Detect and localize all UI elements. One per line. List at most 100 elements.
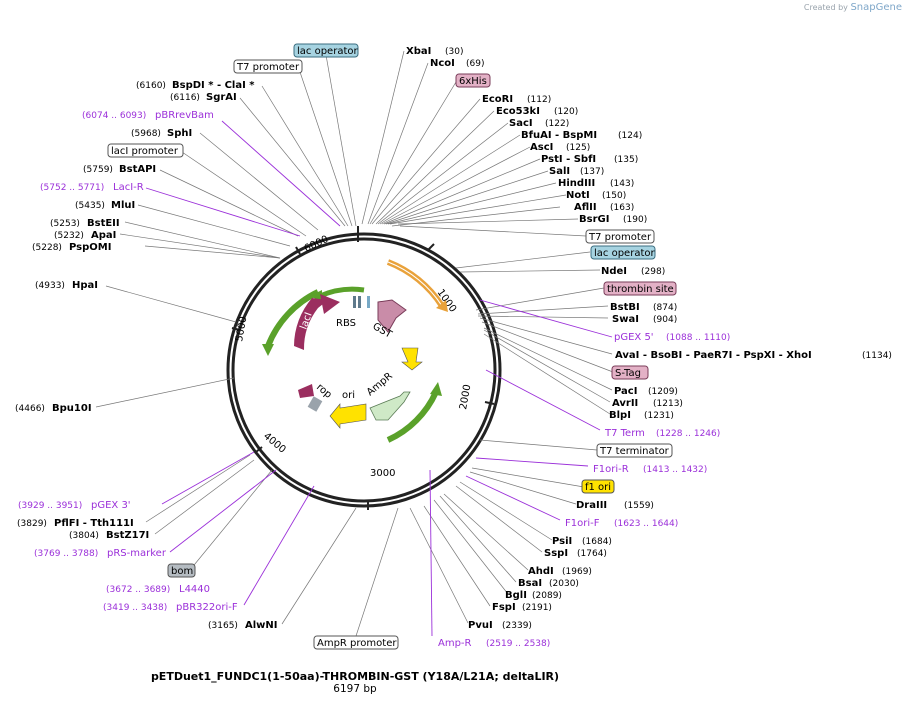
primer-pos: (1623 .. 1644) <box>614 519 678 529</box>
site-label: SphI <box>167 128 192 139</box>
primer-pos: (5752 .. 5771) <box>40 183 104 193</box>
yellow-feature-arrow <box>401 347 423 371</box>
site-label: AhdI <box>528 566 554 577</box>
site-pos: (125) <box>566 143 590 153</box>
site-pos: (120) <box>554 107 578 117</box>
site-label: SgrAI <box>206 92 237 103</box>
ampR-feature <box>369 391 411 421</box>
site-label: BglI <box>505 590 527 601</box>
feature-label: T7 promoter <box>236 62 300 73</box>
site-label: Eco53kI <box>496 106 540 117</box>
site-pos: (3829) <box>17 519 47 529</box>
site-label: AvrII <box>612 398 638 409</box>
green-arc-ampR-region <box>386 390 439 443</box>
site-label: EcoRI <box>482 94 513 105</box>
tick-label-5000: 5000 <box>234 316 249 343</box>
site-pos: (5968) <box>131 129 161 139</box>
feature-label: thrombin site <box>607 284 674 295</box>
site-pos: (69) <box>466 59 484 69</box>
primer-label: pGEX 5' <box>614 332 654 343</box>
t7-terminator-box <box>596 443 673 458</box>
backbone-outer <box>226 232 502 508</box>
site-pos: (5253) <box>50 219 80 229</box>
primer-label: F1ori-F <box>565 518 600 529</box>
site-label: NcoI <box>430 58 455 69</box>
feature-label: lac operator <box>594 248 655 259</box>
site-label: BlpI <box>609 410 631 421</box>
primer-pos: (1088 .. 1110) <box>666 333 730 343</box>
primer-label: Amp-R <box>438 638 472 649</box>
site-label: PflFI - Tth111I <box>54 518 134 529</box>
site-label: XbaI <box>406 46 431 57</box>
primer-pos: (6074 .. 6093) <box>82 111 146 121</box>
rbs-label: RBS <box>336 318 356 329</box>
site-label: PsiI <box>552 536 572 547</box>
site-label: BstZ17I <box>106 530 149 541</box>
site-pos: (124) <box>618 131 642 141</box>
site-label: SacI <box>509 118 533 129</box>
site-pos: (3804) <box>69 531 99 541</box>
primer-pos: (3419 .. 3438) <box>103 603 167 613</box>
primer-label: pBR322ori-F <box>176 602 238 613</box>
site-pos: (2089) <box>532 591 562 601</box>
primer-label: pBRrevBam <box>155 110 214 121</box>
lac-operator-box-top <box>293 43 359 58</box>
primer-label: L4440 <box>179 584 210 595</box>
site-pos: (5228) <box>32 243 62 253</box>
snapgene-logo: SnapGene <box>850 2 902 13</box>
leader-lines <box>95 50 614 637</box>
orange-arc-feature <box>386 259 445 308</box>
tick-label-4000: 4000 <box>261 431 288 456</box>
site-pos: (1764) <box>577 549 607 559</box>
primer-pos: (3769 .. 3788) <box>34 549 98 559</box>
thrombin-site-box <box>603 281 677 296</box>
feature-label: lacI promoter <box>111 146 179 157</box>
site-pos: (137) <box>580 167 604 177</box>
site-pos: (6116) <box>170 93 200 103</box>
site-pos: (1684) <box>582 537 612 547</box>
bom-feature <box>307 396 323 412</box>
feature-label: bom <box>171 566 193 577</box>
site-label: PvuI <box>468 620 493 631</box>
site-pos: (1969) <box>562 567 592 577</box>
rop-feature <box>298 384 314 398</box>
feature-label: T7 terminator <box>599 446 670 457</box>
feature-label: T7 promoter <box>588 232 652 243</box>
site-pos: (1209) <box>648 387 678 397</box>
lac-operator-box-right <box>590 245 656 260</box>
site-pos: (30) <box>445 47 463 57</box>
site-pos: (5759) <box>83 165 113 175</box>
site-label: SwaI <box>612 314 639 325</box>
credit-prefix: Created by <box>803 3 848 12</box>
site-pos: (112) <box>527 95 551 105</box>
site-pos: (5232) <box>54 231 84 241</box>
primer-label: LacI-R <box>113 182 144 193</box>
site-label: MluI <box>111 200 135 211</box>
site-label: Bpu10I <box>52 403 92 414</box>
ori-label: ori <box>342 390 355 401</box>
site-pos: (1231) <box>644 411 674 421</box>
primer-lines <box>145 120 613 637</box>
f1-ori-box <box>581 479 615 494</box>
s-tag-box <box>611 365 649 380</box>
promoter-glyphs <box>353 296 370 308</box>
site-label: AlwNI <box>245 620 278 631</box>
site-pos: (6160) <box>136 81 166 91</box>
site-pos: (150) <box>602 191 626 201</box>
site-pos: (904) <box>653 315 677 325</box>
laci-promoter-box <box>107 143 184 158</box>
primer-pos: (1413 .. 1432) <box>643 465 707 475</box>
feature-label: AmpR promoter <box>317 638 397 649</box>
primer-pos: (3672 .. 3689) <box>106 585 170 595</box>
site-label: BstEII <box>87 218 120 229</box>
site-pos: (2030) <box>549 579 579 589</box>
snapgene-credit: Created by SnapGene <box>804 2 902 13</box>
primer-pos: (1228 .. 1246) <box>656 429 720 439</box>
site-pos: (190) <box>623 215 647 225</box>
tick-label-2000: 2000 <box>458 384 473 411</box>
site-label: PspOMI <box>69 242 111 253</box>
site-pos: (1559) <box>624 501 654 511</box>
tick-label-6000: 6000 <box>303 234 331 255</box>
tick-marks <box>231 243 495 510</box>
t7-promoter-box-right <box>585 229 655 244</box>
